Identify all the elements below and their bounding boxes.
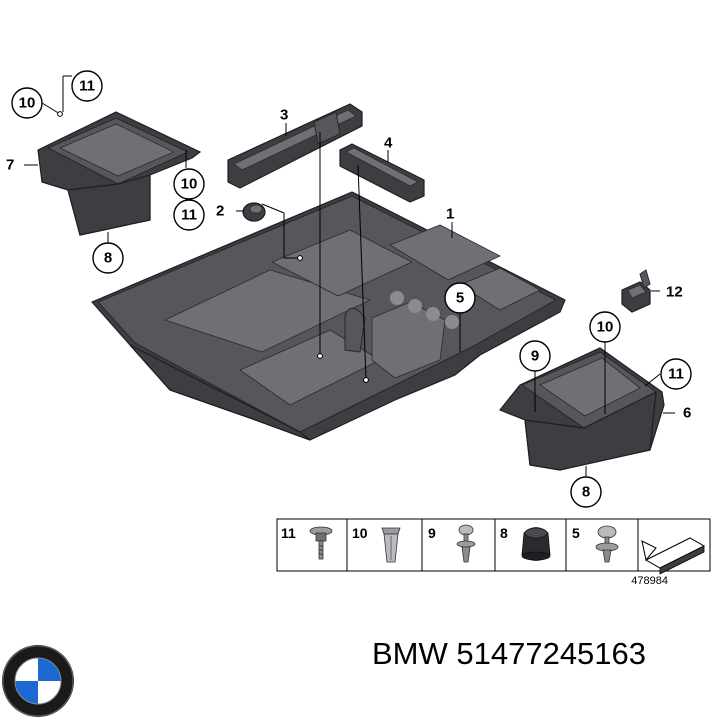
part-3-cover-strip xyxy=(227,103,363,189)
callout-11-top-left: 11 xyxy=(71,70,103,102)
callout-label: 8 xyxy=(582,484,590,501)
diagram-id: 478984 xyxy=(631,575,668,587)
callout-1: 1 xyxy=(446,206,454,223)
callout-10-left-bin: 10 xyxy=(173,168,205,200)
callout-6: 6 xyxy=(683,405,691,422)
screw-grommet-icon xyxy=(309,526,333,560)
rubber-buffer-icon xyxy=(521,527,551,561)
push-rivet-icon xyxy=(595,525,619,563)
part-number-label: BMW 51477245163 xyxy=(372,636,647,671)
callout-label: 1 xyxy=(446,206,454,223)
callout-2: 2 xyxy=(216,203,224,220)
part-7-left-bin xyxy=(37,111,202,236)
callout-10-top-left: 10 xyxy=(11,87,43,119)
callout-label: 10 xyxy=(181,176,198,193)
part-6-right-bin xyxy=(499,347,665,471)
callout-8-right-bin: 8 xyxy=(570,476,602,508)
callout-11-right-bin: 11 xyxy=(660,358,692,390)
legend-number: 5 xyxy=(572,525,580,541)
callout-label: 8 xyxy=(104,250,112,267)
callout-10-right-bin: 10 xyxy=(589,311,621,343)
callout-label: 10 xyxy=(19,95,36,112)
callout-12: 12 xyxy=(666,284,683,301)
callout-7: 7 xyxy=(6,157,14,174)
expanding-nut-icon xyxy=(381,527,401,563)
fastener-legend-strip: 11 10 9 8 5 xyxy=(276,518,711,587)
callout-label: 3 xyxy=(280,107,288,124)
callout-9: 9 xyxy=(519,340,551,372)
callout-label: 11 xyxy=(668,366,684,383)
callout-label: 10 xyxy=(597,319,614,336)
legend-number: 8 xyxy=(500,525,508,541)
callout-label: 11 xyxy=(79,78,95,95)
callout-5: 5 xyxy=(444,282,476,314)
part-12-bracket xyxy=(621,269,651,313)
part-1-floor-tray xyxy=(90,191,566,441)
callout-4: 4 xyxy=(384,135,393,152)
direction-arrow-icon xyxy=(641,537,706,575)
callout-label: 6 xyxy=(683,405,691,422)
part-4-cover-strip xyxy=(339,143,425,203)
legend-number: 10 xyxy=(352,525,368,541)
callout-label: 4 xyxy=(384,135,393,152)
callout-label: 11 xyxy=(181,207,197,224)
callout-label: 5 xyxy=(456,290,464,307)
callout-label: 12 xyxy=(666,284,683,301)
legend-number: 9 xyxy=(428,525,436,541)
callout-label: 2 xyxy=(216,203,224,220)
callout-label: 7 xyxy=(6,157,14,174)
push-clip-icon xyxy=(456,524,476,563)
part-2-buffer xyxy=(242,202,266,222)
legend-cell xyxy=(276,518,348,572)
callout-8-left-bin: 8 xyxy=(92,242,124,274)
callout-label: 9 xyxy=(531,348,539,365)
callout-11-left-bin: 11 xyxy=(173,199,205,231)
callout-3: 3 xyxy=(280,107,288,124)
leader-lines xyxy=(24,75,675,477)
bmw-roundel-icon xyxy=(2,645,74,717)
legend-number: 11 xyxy=(281,525,296,541)
